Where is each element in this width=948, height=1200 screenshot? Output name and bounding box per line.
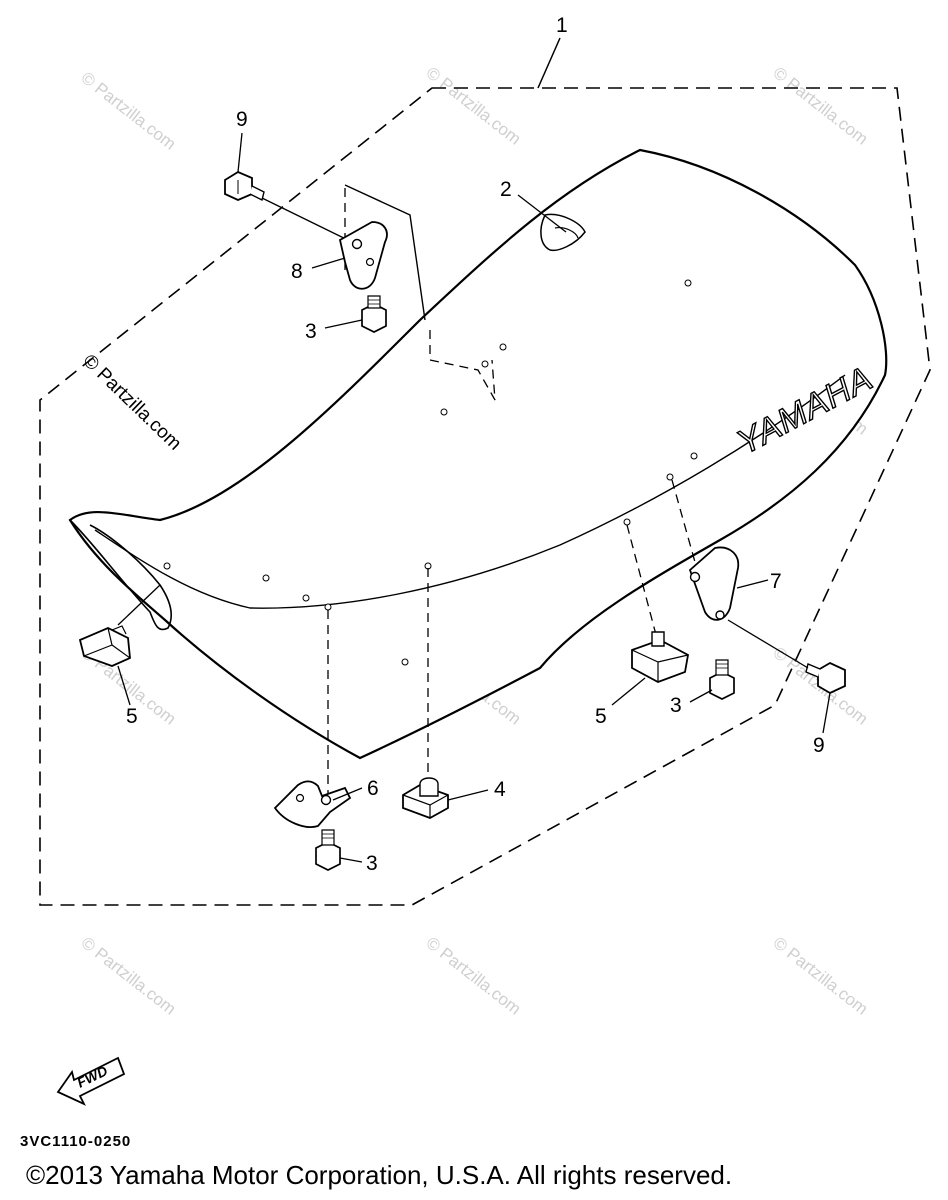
leader-line xyxy=(311,257,346,269)
copyright-notice: ©2013 Yamaha Motor Corporation, U.S.A. A… xyxy=(26,1160,733,1190)
leader-line xyxy=(324,319,363,329)
mounting-holes xyxy=(163,279,698,666)
assembly-boundary xyxy=(39,87,931,906)
seat-hook-tab xyxy=(554,227,579,239)
leader-line xyxy=(339,857,363,863)
leader-line xyxy=(447,789,489,801)
leader-line xyxy=(237,132,243,173)
leader-line xyxy=(736,579,769,589)
leader-line xyxy=(689,689,713,703)
leader-line xyxy=(332,787,363,801)
diagram-code: 3VC1110-0250 xyxy=(20,1133,132,1150)
damper-left xyxy=(78,625,131,667)
watermark: © Partzilla.com xyxy=(770,933,872,1019)
seat-front-opening xyxy=(69,519,172,631)
bracket-rear-upper xyxy=(338,221,388,290)
callout-2[interactable]: 2 xyxy=(500,178,512,201)
watermark: © Partzilla.com xyxy=(78,68,180,154)
leader-line xyxy=(537,37,561,89)
bolt-upper xyxy=(224,170,265,202)
seat-outline xyxy=(68,148,888,760)
seat-hook-slot xyxy=(540,213,586,252)
callout-labels: 1 2 9 8 3 7 5 5 3 9 6 4 3 xyxy=(126,14,825,875)
callout-9-upper[interactable]: 9 xyxy=(236,108,248,131)
leader-line xyxy=(611,677,646,706)
nut-lower xyxy=(315,829,341,871)
callout-1[interactable]: 1 xyxy=(556,14,568,37)
watermark: © Partzilla.com xyxy=(78,933,180,1019)
nut-right xyxy=(709,659,735,700)
callout-6[interactable]: 6 xyxy=(367,777,379,800)
leader-line xyxy=(117,665,131,706)
callout-8[interactable]: 8 xyxy=(291,260,303,283)
callout-3-upper[interactable]: 3 xyxy=(305,320,317,343)
leader-line xyxy=(261,197,357,245)
seat-edge-line xyxy=(94,374,846,609)
callout-7[interactable]: 7 xyxy=(770,570,782,593)
forward-arrow: FWD xyxy=(56,1056,126,1106)
bracket-rear-right xyxy=(688,546,740,621)
leader-line xyxy=(727,619,809,669)
callout-3-right[interactable]: 3 xyxy=(670,694,682,717)
nut-upper xyxy=(361,295,387,333)
leader-line xyxy=(822,692,831,734)
bracket-plate-outline xyxy=(344,184,426,321)
callout-9-lower[interactable]: 9 xyxy=(813,734,825,757)
leader-line xyxy=(517,194,567,233)
seat: YAMAHA xyxy=(68,148,888,760)
watermark: © Partzilla.com xyxy=(423,933,525,1019)
callout-5-right[interactable]: 5 xyxy=(595,705,607,728)
watermark-prominent: © Partzilla.com xyxy=(79,350,186,454)
leader-line xyxy=(117,584,161,626)
watermark: © Partzilla.com xyxy=(423,63,525,149)
fitment-lines xyxy=(327,188,701,800)
damper-right xyxy=(631,631,689,683)
callout-4[interactable]: 4 xyxy=(494,778,506,801)
callout-5-left[interactable]: 5 xyxy=(126,705,138,728)
bracket-front xyxy=(273,780,352,828)
watermark: © Partzilla.com xyxy=(770,63,872,149)
damper-center xyxy=(402,777,449,819)
callout-3-lower[interactable]: 3 xyxy=(366,852,378,875)
